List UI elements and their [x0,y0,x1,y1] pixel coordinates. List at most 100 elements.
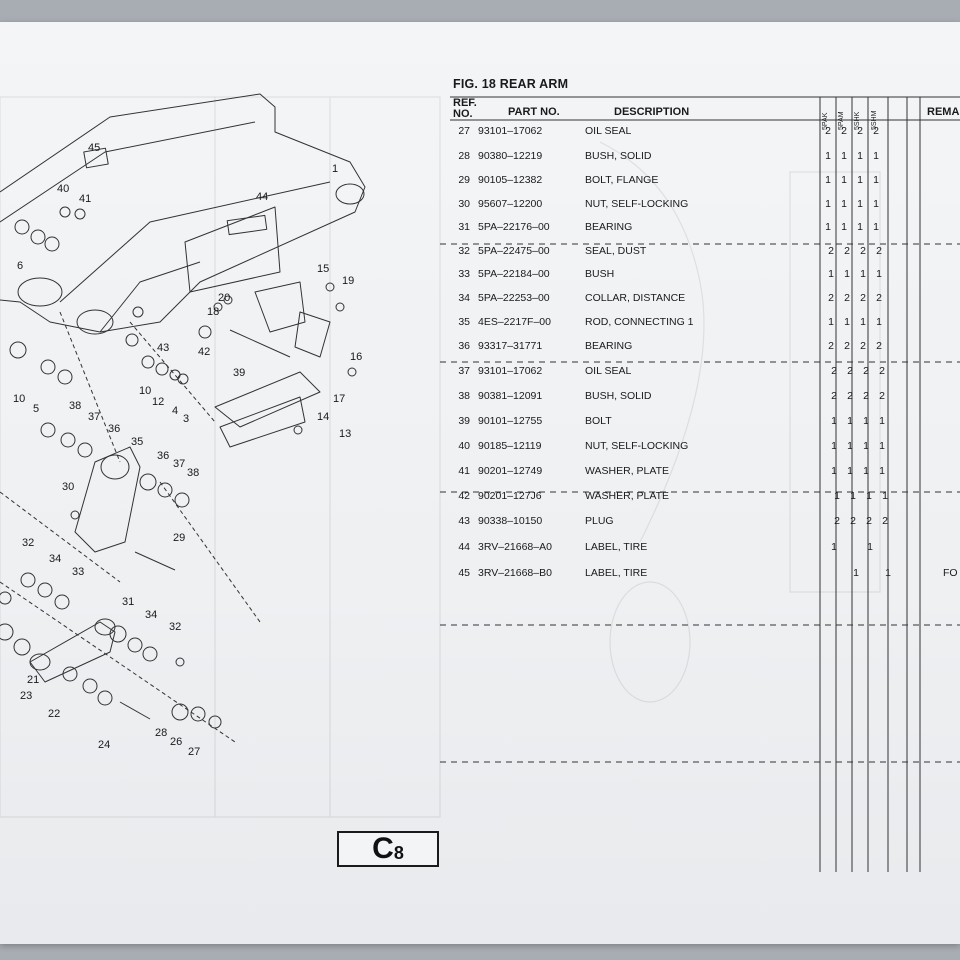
description-cell: LABEL, TIRE [585,541,648,553]
part-no-cell: 90381–12091 [478,390,543,402]
quantity-cell: 2 [844,245,850,257]
quantity-cell: 1 [847,465,853,477]
quantity-cell: 1 [828,316,834,328]
ref-no-cell: 45 [458,567,470,579]
callout-number: 20 [218,292,230,304]
quantity-cell: 1 [857,150,863,162]
quantity-cell: 2 [879,365,885,377]
quantity-cell: 2 [857,125,863,137]
part-no-cell: 90380–12219 [478,150,543,162]
callout-number: 44 [256,191,268,203]
remarks-cell: FO [943,567,958,579]
callout-number: 16 [350,351,362,363]
part-no-cell: 90201–12749 [478,465,543,477]
callout-number: 17 [333,393,345,405]
description-cell: BOLT, FLANGE [585,174,659,186]
quantity-cell: 2 [828,340,834,352]
description-cell: BUSH [585,268,615,280]
callout-number: 31 [122,596,134,608]
description-cell: BUSH, SOLID [585,390,652,402]
ref-no-cell: 34 [458,292,470,304]
quantity-cell: 1 [882,490,888,502]
quantity-cell: 2 [828,292,834,304]
quantity-cell: 1 [860,268,866,280]
ref-no-cell: 27 [458,125,470,137]
callout-number: 18 [207,306,219,318]
quantity-cell: 1 [873,174,879,186]
part-no-cell: 93101–17062 [478,365,543,377]
callout-number: 34 [145,609,157,621]
quantity-cell: 1 [850,490,856,502]
description-cell: SEAL, DUST [585,245,647,257]
quantity-cell: 1 [873,150,879,162]
callout-number: 45 [88,142,100,154]
description-cell: ROD, CONNECTING 1 [585,316,694,328]
quantity-cell: 1 [831,415,837,427]
quantity-cell: 1 [857,221,863,233]
part-no-cell: 90201–127J6 [478,490,542,502]
callout-number: 38 [187,467,199,479]
quantity-cell: 1 [879,440,885,452]
ref-no-header: REF. NO. [453,97,477,120]
quantity-cell: 1 [876,316,882,328]
part-no-header: PART NO. [508,106,560,118]
callout-number: 24 [98,739,110,751]
quantity-cell: 1 [879,415,885,427]
quantity-cell: 2 [831,365,837,377]
callout-number: 37 [88,411,100,423]
callout-number: 1 [332,163,338,175]
quantity-cell: 2 [863,390,869,402]
callout-number: 37 [173,458,185,470]
quantity-cell: 2 [834,515,840,527]
ref-no-cell: 35 [458,316,470,328]
ref-no-cell: 33 [458,268,470,280]
quantity-cell: 1 [863,440,869,452]
quantity-cell: 1 [841,198,847,210]
description-cell: BOLT [585,415,612,427]
quantity-cell: 2 [873,125,879,137]
callout-number: 40 [57,183,69,195]
quantity-cell: 1 [857,198,863,210]
quantity-cell: 2 [847,390,853,402]
description-cell: BEARING [585,221,633,233]
quantity-cell: 2 [879,390,885,402]
quantity-cell: 1 [825,174,831,186]
callout-number: 12 [152,396,164,408]
quantity-cell: 2 [863,365,869,377]
exploded-parts-diagram: 1234561010121314151617181920212223242627… [0,22,366,758]
quantity-cell: 2 [844,340,850,352]
part-no-cell: 93101–17062 [478,125,543,137]
callout-number: 41 [79,193,91,205]
ref-no-cell: 30 [458,198,470,210]
ref-no-cell: 29 [458,174,470,186]
quantity-cell: 1 [879,465,885,477]
callout-number: 14 [317,411,329,423]
callout-number: 38 [69,400,81,412]
ref-no-cell: 36 [458,340,470,352]
ref-no-cell: 39 [458,415,470,427]
ref-no-cell: 31 [458,221,470,233]
callout-number: 21 [27,674,39,686]
description-cell: LABEL, TIRE [585,567,648,579]
description-cell: WASHER, PLATE [585,465,670,477]
description-cell: PLUG [585,515,614,527]
ref-no-cell: 43 [458,515,470,527]
part-no-cell: 5PA–22475–00 [478,245,550,257]
callout-number: 4 [172,405,178,417]
quantity-cell: 1 [831,440,837,452]
quantity-cell: 1 [841,221,847,233]
quantity-cell: 2 [882,515,888,527]
description-header: DESCRIPTION [614,106,690,118]
callout-number: 36 [157,450,169,462]
callout-number: 32 [169,621,181,633]
quantity-cell: 1 [873,221,879,233]
